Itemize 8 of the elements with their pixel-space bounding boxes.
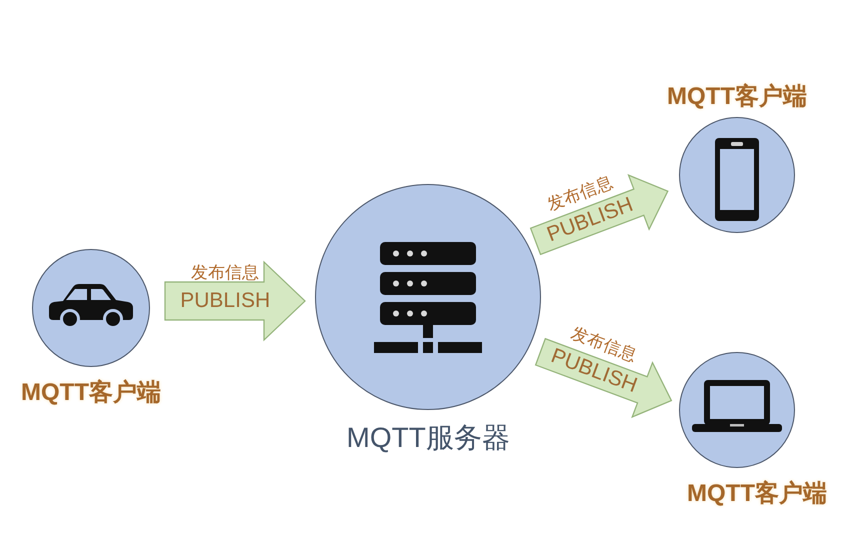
node-label: MQTT客户端 [687,480,827,508]
node-label: MQTT服务器 [346,422,510,454]
node-label: MQTT客户端 [21,379,161,407]
edge-label: 发布信息 PUBLISH [179,262,272,314]
block-arrow [164,260,306,342]
block-arrow [534,338,672,418]
block-arrow [530,174,669,256]
node-label: MQTT客户端 [667,83,807,111]
